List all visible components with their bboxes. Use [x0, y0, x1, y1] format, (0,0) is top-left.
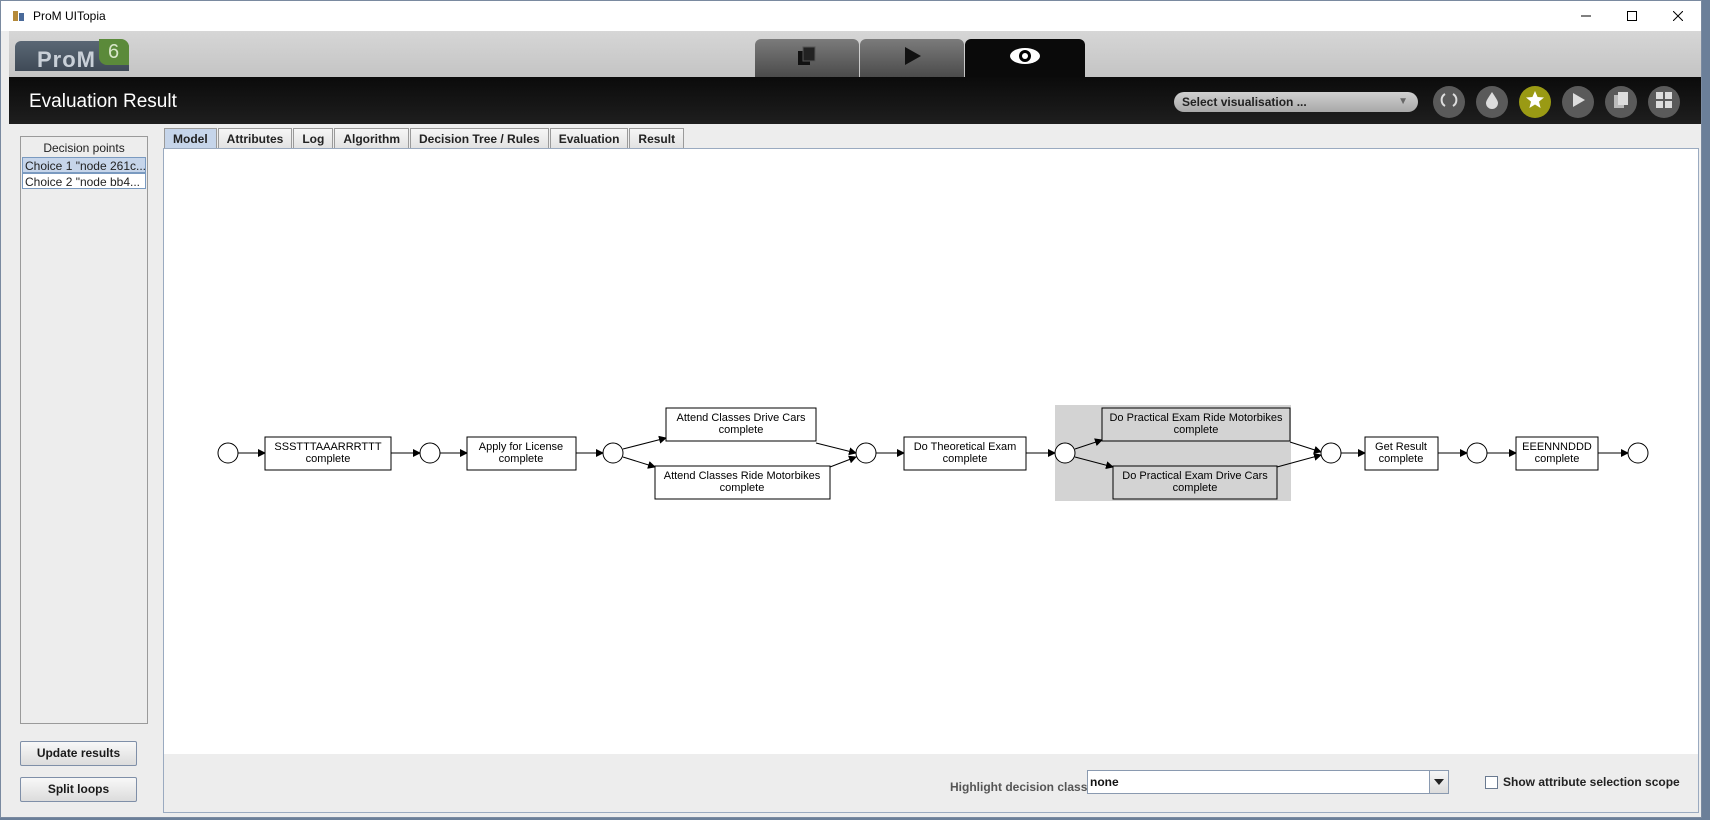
eye-icon [1008, 45, 1042, 72]
play-icon [1570, 92, 1586, 113]
result-tabs: Model Attributes Log Algorithm Decision … [164, 128, 685, 148]
svg-text:complete: complete [1173, 482, 1218, 494]
show-attribute-scope-label: Show attribute selection scope [1503, 775, 1680, 789]
petri-net-diagram: SSSTTTAAARRRTTT complete Apply for Licen… [217, 405, 1649, 501]
copy-button[interactable] [1605, 86, 1637, 118]
transition-end[interactable]: EEENNNDDD complete [1515, 436, 1599, 471]
tab-attributes[interactable]: Attributes [217, 128, 293, 148]
svg-text:complete: complete [306, 453, 351, 465]
arcs [228, 435, 1629, 470]
logo-version: 6 [99, 39, 129, 65]
decision-place[interactable] [1054, 442, 1076, 464]
grid-button[interactable] [1648, 86, 1680, 118]
tab-log[interactable]: Log [293, 128, 334, 148]
svg-text:complete: complete [1174, 424, 1219, 436]
favorite-button[interactable] [1519, 86, 1551, 118]
show-attribute-scope-toggle[interactable]: Show attribute selection scope [1485, 775, 1680, 789]
petri-net-canvas[interactable]: SSSTTTAAARRRTTT complete Apply for Licen… [164, 149, 1698, 754]
transition-attend-classes-ride-motorbikes[interactable]: Attend Classes Ride Motorbikes complete [654, 465, 831, 500]
svg-text:complete: complete [719, 424, 764, 436]
prom-logo: ProM 6 [15, 39, 129, 72]
tab-decision-tree-rules[interactable]: Decision Tree / Rules [410, 128, 549, 148]
transition-attend-classes-drive-cars[interactable]: Attend Classes Drive Cars complete [665, 407, 817, 442]
action-view-tab[interactable] [860, 39, 964, 77]
tab-evaluation[interactable]: Evaluation [549, 128, 629, 148]
decision-points-header: Decision points [43, 141, 125, 155]
place[interactable] [1466, 442, 1488, 464]
title-bar: ProM UITopia [1, 1, 1701, 31]
workspace-view-tab[interactable] [755, 39, 859, 77]
transition-start[interactable]: SSSTTTAAARRRTTT complete [264, 436, 392, 471]
place[interactable] [1627, 442, 1649, 464]
run-button[interactable] [1562, 86, 1594, 118]
prom-header: ProM 6 [9, 31, 1701, 77]
svg-text:complete: complete [499, 453, 544, 465]
svg-text:complete: complete [720, 482, 765, 494]
place[interactable] [217, 442, 239, 464]
transition-get-result[interactable]: Get Result complete [1364, 436, 1439, 471]
svg-text:Do Theoretical Exam: Do Theoretical Exam [914, 441, 1017, 453]
update-results-button[interactable]: Update results [20, 741, 137, 766]
close-icon[interactable] [1655, 1, 1701, 31]
split-loops-button[interactable]: Split loops [20, 777, 137, 802]
decision-point-item[interactable]: Choice 2 "node bb4... [22, 173, 146, 189]
place[interactable] [602, 442, 624, 464]
star-icon [1525, 90, 1545, 115]
tab-model[interactable]: Model [164, 128, 217, 148]
maximize-icon[interactable] [1609, 1, 1655, 31]
toolbar: Evaluation Result Select visualisation .… [9, 77, 1701, 124]
svg-text:Do Practical Exam Drive Cars: Do Practical Exam Drive Cars [1122, 470, 1268, 482]
chevron-down-icon[interactable] [1429, 771, 1448, 793]
places [217, 442, 1649, 464]
play-icon [901, 45, 923, 72]
highlight-decision-class-select[interactable]: none [1087, 770, 1449, 794]
highlight-decision-class-label: Highlight decision class [950, 780, 1088, 794]
svg-text:complete: complete [1535, 453, 1580, 465]
place[interactable] [1320, 442, 1342, 464]
decision-points-panel: Decision points Choice 1 "node 261c... C… [20, 136, 148, 724]
decision-point-item[interactable]: Choice 1 "node 261c... [22, 157, 146, 173]
documents-icon [796, 45, 818, 72]
prom-app-icon [11, 8, 27, 24]
window-title: ProM UITopia [33, 9, 106, 23]
visualisation-select-label: Select visualisation ... [1182, 95, 1307, 109]
transition-do-practical-exam-drive-cars[interactable]: Do Practical Exam Drive Cars complete [1112, 465, 1278, 500]
svg-text:complete: complete [943, 453, 988, 465]
transition-do-practical-exam-ride-motorbikes[interactable]: Do Practical Exam Ride Motorbikes comple… [1101, 407, 1291, 442]
minimize-icon[interactable] [1563, 1, 1609, 31]
svg-text:Attend Classes Drive Cars: Attend Classes Drive Cars [677, 412, 806, 424]
refresh-icon [1440, 91, 1458, 114]
view-tabs [755, 39, 1086, 77]
transition-apply-for-license[interactable]: Apply for License complete [466, 436, 577, 471]
svg-text:EEENNNDDD: EEENNNDDD [1522, 441, 1592, 453]
svg-text:Attend Classes Ride Motorbikes: Attend Classes Ride Motorbikes [664, 470, 821, 482]
refresh-button[interactable] [1433, 86, 1465, 118]
tab-result[interactable]: Result [629, 128, 685, 148]
copy-icon [1613, 91, 1629, 114]
svg-text:Get Result: Get Result [1375, 441, 1427, 453]
chevron-down-icon: ▼ [1398, 96, 1408, 107]
grid-icon [1655, 91, 1673, 114]
svg-text:SSSTTTAAARRRTTT: SSSTTTAAARRRTTT [274, 441, 381, 453]
svg-text:Do Practical Exam Ride Motorbi: Do Practical Exam Ride Motorbikes [1109, 412, 1283, 424]
svg-text:Apply for License: Apply for License [479, 441, 563, 453]
model-content: SSSTTTAAARRRTTT complete Apply for Licen… [163, 148, 1699, 813]
tab-algorithm[interactable]: Algorithm [334, 128, 410, 148]
page-title: Evaluation Result [29, 91, 177, 112]
visualisation-select[interactable]: Select visualisation ... ▼ [1174, 92, 1418, 112]
place[interactable] [419, 442, 441, 464]
drop-button[interactable] [1476, 86, 1508, 118]
show-attribute-scope-checkbox[interactable] [1485, 775, 1498, 789]
logo-text: ProM [37, 47, 96, 72]
highlight-decision-class-value: none [1090, 775, 1119, 789]
view-tab[interactable] [965, 39, 1085, 77]
svg-text:complete: complete [1379, 453, 1424, 465]
transition-do-theoretical-exam[interactable]: Do Theoretical Exam complete [903, 436, 1027, 471]
drop-icon [1485, 91, 1499, 114]
place[interactable] [855, 442, 877, 464]
